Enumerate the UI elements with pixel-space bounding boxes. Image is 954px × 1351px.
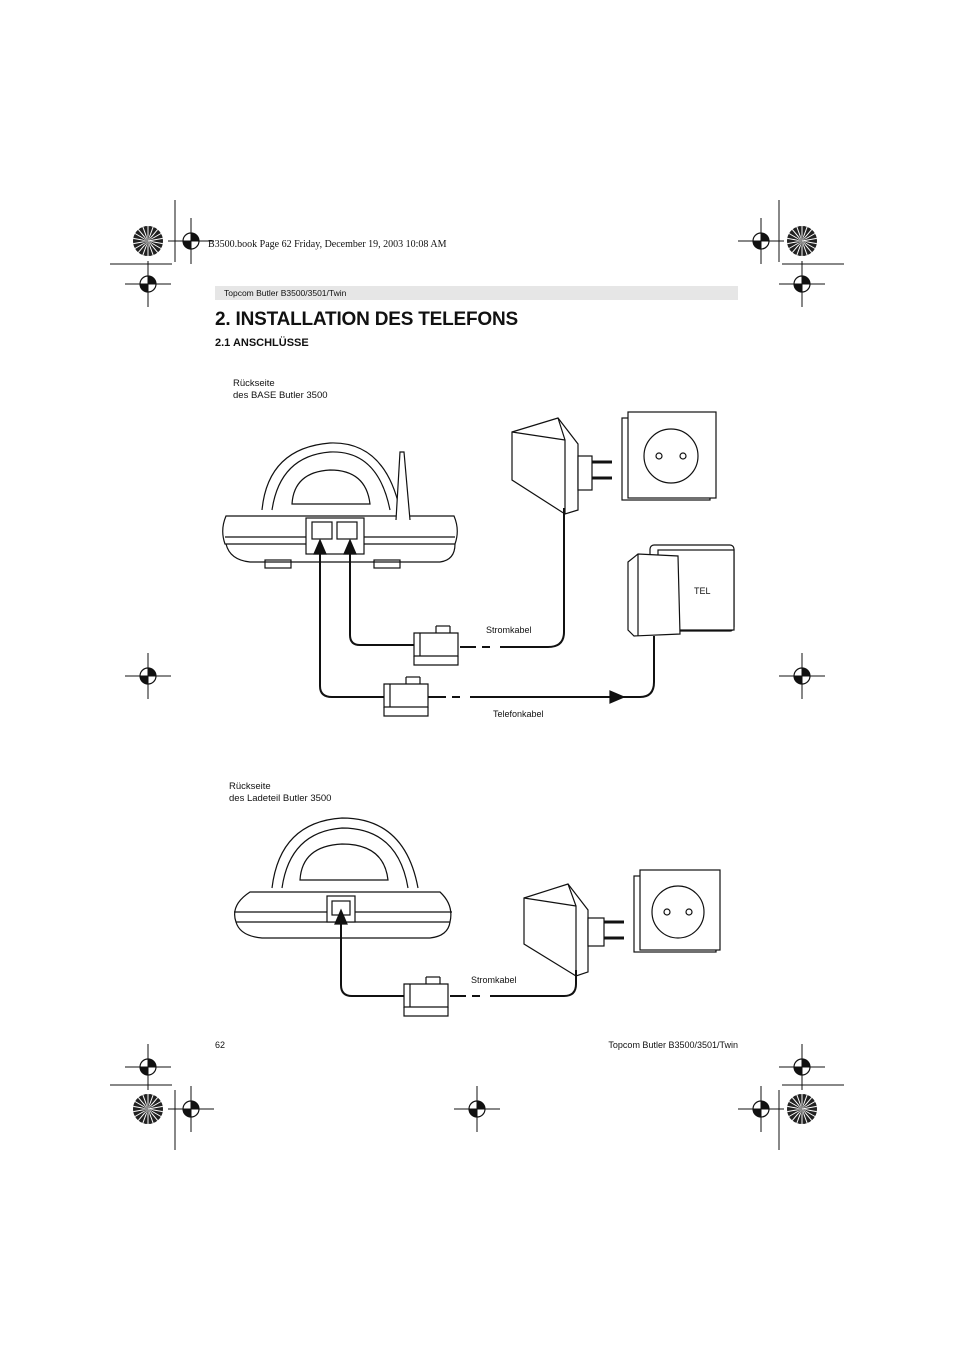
- phone-jack-drawing: [627, 544, 735, 637]
- charger-wall-socket-drawing: [633, 869, 721, 953]
- base-station-drawing: [222, 442, 458, 569]
- footer-running-title: Topcom Butler B3500/3501/Twin: [608, 1040, 738, 1050]
- label-charger-power-cable: Stromkabel: [471, 975, 517, 985]
- header-running-title: Topcom Butler B3500/3501/Twin: [224, 288, 347, 298]
- figure-charger-caption-line2: des Ladeteil Butler 3500: [229, 793, 332, 804]
- star-target-bottom-left: [133, 1094, 163, 1124]
- phone-plug-drawing: [383, 676, 429, 717]
- section-subtitle: 2.1 ANSCHLÜSSE: [215, 337, 309, 349]
- figure-base-caption-line1: Rückseite: [233, 378, 275, 389]
- figure-charger-caption: Rückseite des Ladeteil Butler 3500: [229, 781, 331, 805]
- power-adapter-drawing: [511, 417, 612, 515]
- power-plug-drawing: [413, 625, 459, 666]
- footer-page-number: 62: [215, 1040, 226, 1050]
- charger-drawing: [234, 817, 452, 939]
- crosshair-right-middle: [779, 653, 825, 699]
- figure-base-caption: Rückseite des BASE Butler 3500: [233, 378, 328, 402]
- label-tel: TEL: [694, 586, 711, 596]
- crosshair-bottom-left: [168, 1086, 214, 1132]
- header-bar: [215, 286, 738, 300]
- crosshair-bottom-right: [738, 1086, 784, 1132]
- crosshair-top-left: [168, 218, 214, 264]
- crosshair-left-lower: [125, 1044, 171, 1090]
- star-target-top-left: [133, 226, 163, 256]
- figure-charger-caption-line1: Rückseite: [229, 781, 271, 792]
- crosshair-left-upper: [125, 261, 171, 307]
- charger-power-plug-drawing: [403, 976, 449, 1017]
- power-cable-line: [349, 552, 414, 646]
- section-title: 2. INSTALLATION DES TELEFONS: [215, 309, 518, 330]
- star-target-bottom-right: [787, 1094, 817, 1124]
- charger-power-adapter-drawing: [523, 883, 624, 977]
- charger-power-cable-line: [340, 922, 404, 997]
- phone-cable-line: [319, 552, 384, 698]
- wall-socket-drawing: [621, 411, 717, 501]
- crosshair-top-right: [738, 218, 784, 264]
- crosshair-right-upper: [779, 261, 825, 307]
- label-power-cable: Stromkabel: [486, 625, 532, 635]
- crosshair-bottom-middle: [454, 1086, 500, 1132]
- crosshair-right-lower: [779, 1044, 825, 1090]
- crosshair-left-middle: [125, 653, 171, 699]
- label-phone-cable: Telefonkabel: [493, 709, 544, 719]
- star-target-top-right: [787, 226, 817, 256]
- print-info-line: B3500.book Page 62 Friday, December 19, …: [208, 239, 447, 250]
- figure-base-caption-line2: des BASE Butler 3500: [233, 390, 328, 401]
